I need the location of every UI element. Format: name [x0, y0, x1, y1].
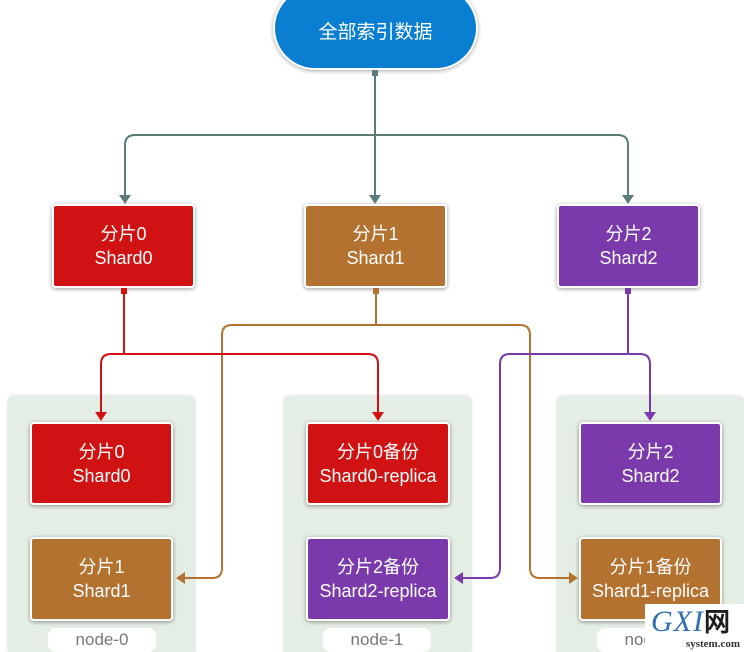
watermark-site: system.com	[685, 638, 740, 650]
connector-line	[124, 134, 629, 196]
shard-title: 分片1备份	[609, 557, 692, 577]
connector-port	[372, 70, 378, 76]
connector-root-to-primaries	[119, 70, 634, 204]
node-2-slot-0: 分片2 Shard2	[579, 422, 722, 505]
primary-shard-0: 分片0 Shard0	[52, 204, 195, 288]
shard-title: 分片0	[100, 224, 147, 244]
shard-subtitle: Shard2-replica	[319, 581, 437, 601]
root-index-label: 全部索引数据	[318, 21, 433, 43]
arrowhead	[622, 195, 634, 204]
node-0-label: node-0	[48, 628, 156, 652]
watermark-logo-mark: GXI网	[651, 606, 740, 638]
primary-shard-2: 分片2 Shard2	[557, 204, 700, 288]
shard-title: 分片2	[627, 441, 674, 462]
shard-subtitle: Shard0-replica	[319, 465, 437, 486]
arrowhead	[369, 195, 381, 204]
shard-subtitle: Shard1-replica	[591, 581, 710, 601]
shard-subtitle: Shard0	[72, 465, 131, 486]
watermark-logo-latin: GXI	[651, 605, 704, 638]
shard-subtitle: Shard1	[72, 581, 131, 601]
shard-title: 分片2	[605, 224, 652, 244]
shard-title: 分片1	[352, 224, 399, 244]
shard-title: 分片2备份	[336, 557, 419, 577]
connector-port	[625, 288, 631, 294]
node-0-slot-1: 分片1 Shard1	[30, 537, 173, 621]
watermark-logo-cn: 网	[703, 607, 730, 637]
connector-port	[121, 288, 127, 294]
arrowhead	[119, 195, 131, 204]
shard-title: 分片0	[78, 441, 125, 462]
shard-subtitle: Shard0	[94, 248, 153, 268]
node-1-slot-0: 分片0备份 Shard0-replica	[306, 422, 450, 505]
shard-title: 分片1	[78, 557, 125, 577]
shard-subtitle: Shard1	[346, 248, 405, 268]
root-index-node: 全部索引数据	[273, 0, 478, 70]
node-0-slot-0: 分片0 Shard0	[30, 422, 173, 505]
connector-port	[373, 288, 379, 294]
shard-title: 分片0备份	[336, 441, 419, 462]
primary-shard-1: 分片1 Shard1	[304, 204, 447, 288]
shard-subtitle: Shard2	[621, 465, 680, 486]
node-1-label: node-1	[323, 628, 431, 652]
watermark-logo: GXI网 system.com	[645, 604, 744, 652]
shard-subtitle: Shard2	[599, 248, 658, 268]
node-1-slot-1: 分片2备份 Shard2-replica	[306, 537, 450, 621]
